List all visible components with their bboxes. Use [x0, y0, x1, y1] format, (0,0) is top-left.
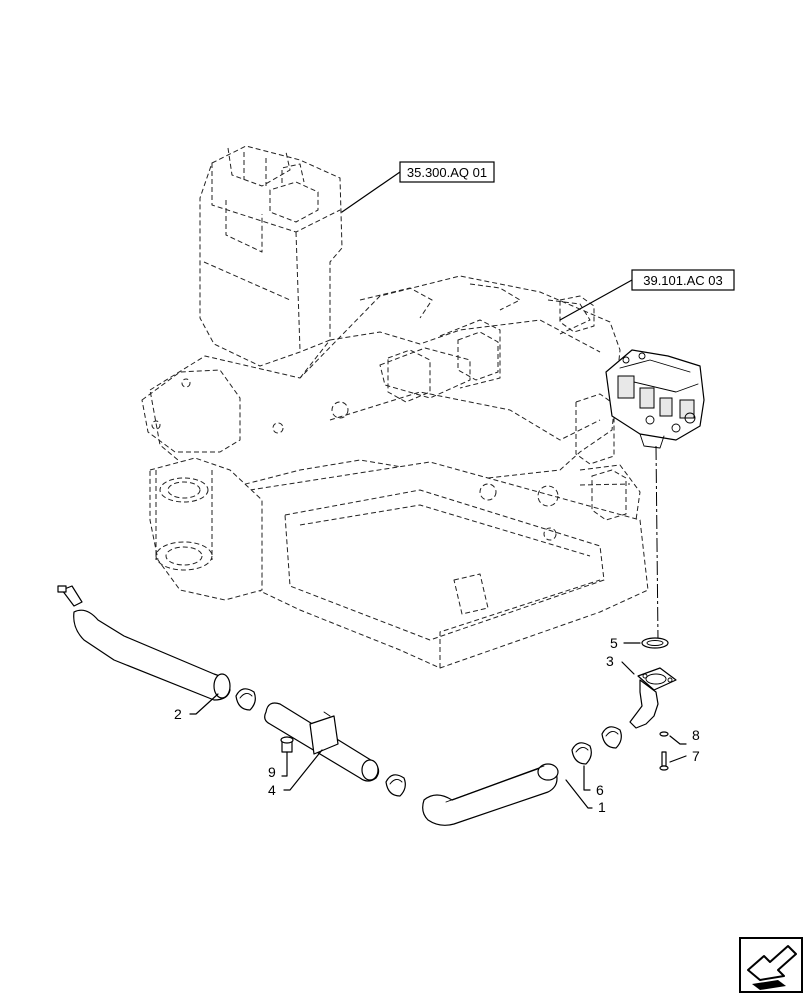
- reference-box-2[interactable]: 39.101.AC 03: [559, 269, 735, 321]
- callout-8: 8: [669, 727, 700, 745]
- callout-1: 1: [565, 779, 606, 815]
- reference-box-1[interactable]: 35.300.AQ 01: [341, 161, 495, 213]
- flange-elbow-3: [629, 667, 677, 729]
- callout-2: 2: [174, 693, 219, 722]
- o-ring-5: [641, 637, 669, 649]
- svg-text:8: 8: [692, 727, 700, 743]
- hose-clamp-middle: [385, 774, 406, 797]
- svg-text:1: 1: [598, 799, 606, 815]
- hose-clamp-upper: [601, 726, 622, 749]
- hose-clamp-left: [235, 688, 256, 711]
- washer-8: [659, 731, 669, 737]
- svg-text:6: 6: [596, 782, 604, 798]
- fitting-9: [280, 736, 294, 753]
- svg-text:3: 3: [606, 653, 614, 669]
- reference-label-2: 39.101.AC 03: [643, 273, 723, 288]
- reference-label-1: 35.300.AQ 01: [407, 165, 487, 180]
- callout-3: 3: [606, 653, 635, 675]
- callout-6: 6: [583, 765, 604, 798]
- svg-text:9: 9: [268, 764, 276, 780]
- svg-text:5: 5: [610, 635, 618, 651]
- machine-frame: [141, 145, 649, 669]
- hose-clamp-6: [571, 742, 592, 765]
- callout-7: 7: [669, 748, 700, 764]
- callout-4: 4: [268, 749, 323, 798]
- hydraulic-pump: [605, 349, 705, 449]
- callout-9: 9: [268, 751, 288, 780]
- arrow-navigation-icon[interactable]: [739, 937, 803, 993]
- svg-text:2: 2: [174, 706, 182, 722]
- tube-4: [264, 702, 380, 782]
- hose-1: [422, 763, 559, 826]
- svg-text:4: 4: [268, 782, 276, 798]
- callout-5: 5: [610, 635, 641, 651]
- svg-text:7: 7: [692, 748, 700, 764]
- hose-2: [57, 585, 231, 701]
- centre-line: [655, 445, 659, 641]
- bolt-7: [659, 751, 669, 771]
